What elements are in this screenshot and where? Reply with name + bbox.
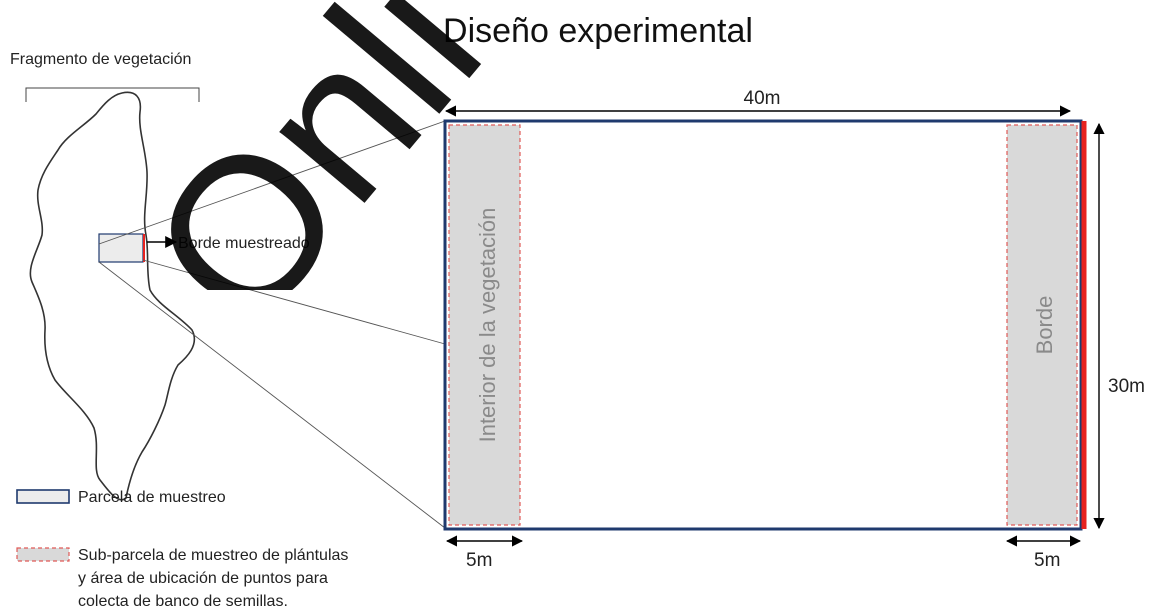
fragment-bracket bbox=[25, 87, 200, 102]
diagram-title: Diseño experimental bbox=[443, 12, 753, 50]
legend-subplot-swatch bbox=[16, 547, 70, 562]
vegetation-fragment-outline bbox=[29, 91, 196, 501]
left-strip-dimension-label: 5m bbox=[466, 550, 492, 571]
legend-subplot-label-line1: Sub-parcela de muestreo de plántulas bbox=[78, 547, 348, 564]
width-dimension-label: 40m bbox=[744, 88, 781, 109]
fragment-label: Fragmento de vegetación bbox=[10, 51, 191, 68]
legend-plot-swatch bbox=[16, 489, 70, 504]
legend-plot-label: Parcela de muestreo bbox=[78, 489, 226, 506]
zoom-lines bbox=[98, 120, 446, 529]
interior-subplot bbox=[448, 124, 521, 526]
edge-label: Borde bbox=[1032, 296, 1057, 355]
inset-sampling-plot bbox=[98, 233, 144, 263]
sampling-plot bbox=[443, 119, 1083, 531]
height-dimension-label: 30m bbox=[1108, 376, 1145, 397]
interior-label: Interior de la vegetación bbox=[475, 208, 500, 443]
edge-subplot bbox=[1006, 124, 1078, 526]
legend-subplot-label-line2: y área de ubicación de puntos para bbox=[78, 570, 328, 587]
border-sampled-label: Borde muestreado bbox=[178, 235, 310, 252]
legend-subplot-label-line3: colecta de banco de semillas. bbox=[78, 593, 288, 610]
right-strip-dimension-label: 5m bbox=[1034, 550, 1060, 571]
